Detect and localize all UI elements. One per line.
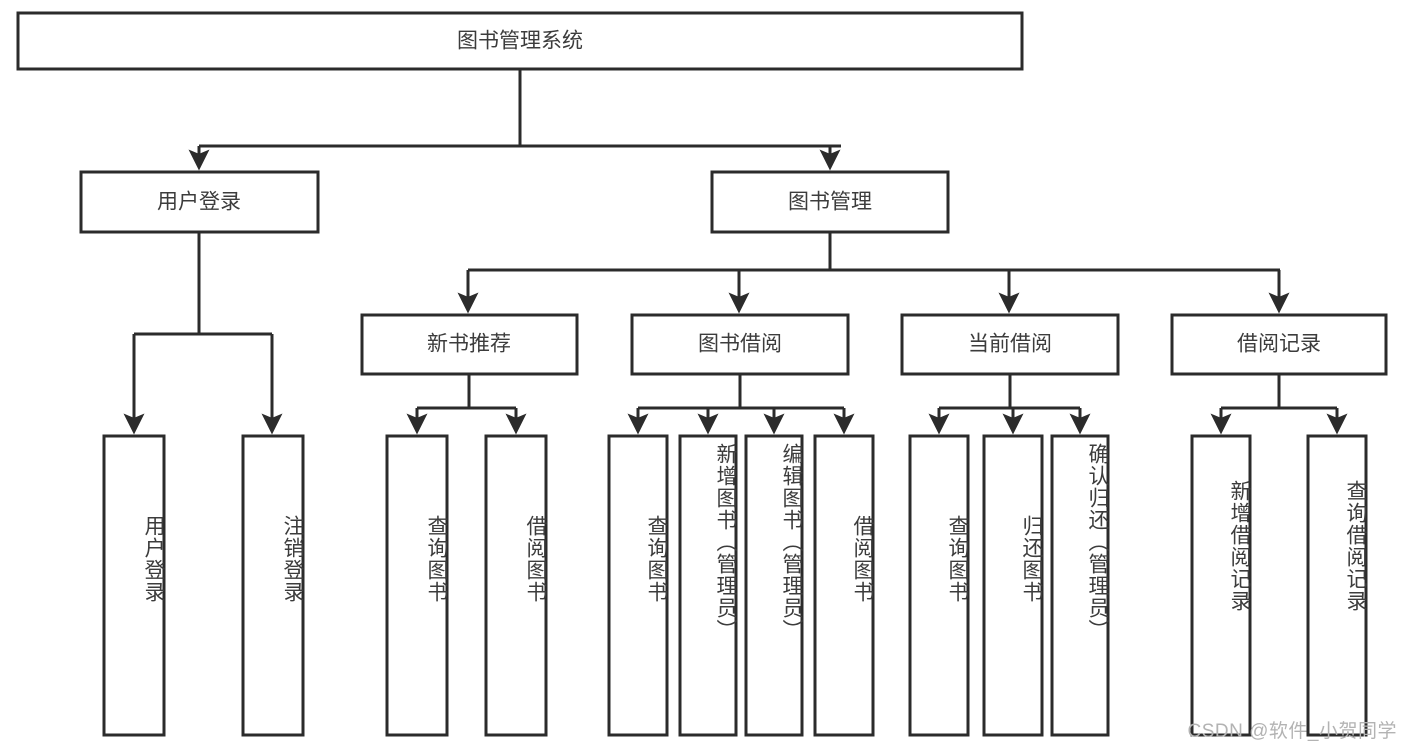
- leaf-box-query-book-3[interactable]: [908, 434, 970, 737]
- leaf-box-borrow-book-1[interactable]: [484, 434, 548, 737]
- leaf-box-return-book[interactable]: [982, 434, 1044, 737]
- node-borrow-record-label: 借阅记录: [1237, 333, 1321, 356]
- node-current-borrow[interactable]: 当前借阅: [900, 313, 1120, 376]
- node-book-borrow-box[interactable]: [630, 313, 850, 376]
- node-borrow-record[interactable]: 借阅记录: [1170, 313, 1388, 376]
- leaf-box-borrow-book-2[interactable]: [813, 434, 875, 737]
- connector-currentborrow-to-leaves: [928, 374, 1091, 435]
- node-root-box[interactable]: [16, 11, 1024, 71]
- connector-bookborrow-to-leaves: [627, 374, 855, 435]
- node-book-borrow-label: 图书借阅: [698, 333, 782, 356]
- connector-bookmanage-to-level2: [457, 232, 1290, 314]
- connector-borrowrecord-to-leaves: [1210, 374, 1348, 435]
- node-user-login-box[interactable]: [79, 170, 320, 234]
- node-new-book-rec[interactable]: 新书推荐: [360, 313, 579, 376]
- csdn-watermark: CSDN @软件_小贺同学: [1187, 721, 1397, 742]
- node-user-login-label: 用户登录: [157, 191, 241, 214]
- leaf-box-confirm-return[interactable]: [1050, 434, 1110, 737]
- node-root[interactable]: 图书管理系统: [16, 11, 1024, 71]
- node-current-borrow-box[interactable]: [900, 313, 1120, 376]
- node-root-label: 图书管理系统: [457, 30, 583, 53]
- node-book-manage[interactable]: 图书管理: [710, 170, 950, 234]
- connector-userlogin-to-leaves: [123, 232, 283, 435]
- leaf-box-user-login[interactable]: [102, 434, 166, 737]
- node-new-book-rec-label: 新书推荐: [427, 333, 511, 356]
- leaf-box-query-book-2[interactable]: [607, 434, 669, 737]
- connector-root-to-level1: [188, 69, 841, 171]
- node-new-book-rec-box[interactable]: [360, 313, 579, 376]
- node-current-borrow-label: 当前借阅: [968, 333, 1052, 356]
- leaf-box-logout[interactable]: [241, 434, 305, 737]
- node-borrow-record-box[interactable]: [1170, 313, 1388, 376]
- leaf-box-query-book-1[interactable]: [385, 434, 449, 737]
- leaf-box-add-record[interactable]: [1190, 434, 1252, 737]
- leaf-box-edit-book[interactable]: [744, 434, 804, 737]
- node-user-login[interactable]: 用户登录: [79, 170, 320, 234]
- leaf-box-add-book[interactable]: [678, 434, 738, 737]
- node-book-manage-label: 图书管理: [788, 191, 872, 214]
- node-book-borrow[interactable]: 图书借阅: [630, 313, 850, 376]
- node-book-manage-box[interactable]: [710, 170, 950, 234]
- leaf-box-query-record[interactable]: [1306, 434, 1368, 737]
- connector-newbookrec-to-leaves: [406, 374, 527, 435]
